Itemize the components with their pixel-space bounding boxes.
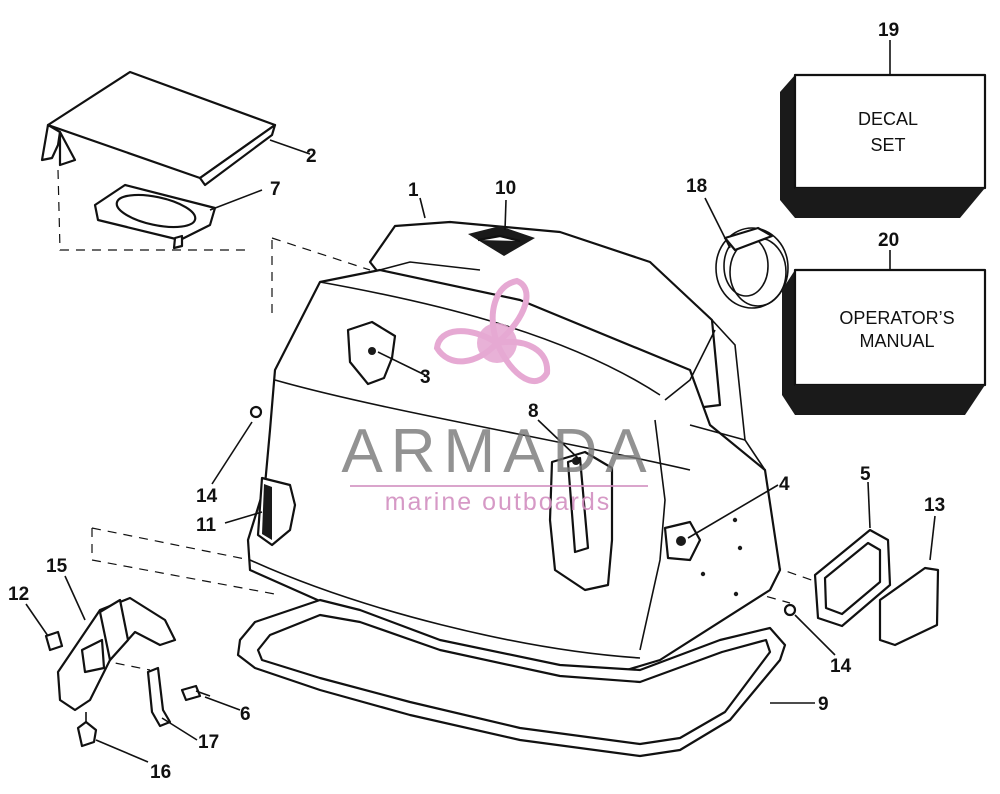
part-cable-18: [715, 226, 789, 309]
callout-8: 8: [528, 401, 539, 422]
callout-13: 13: [924, 495, 945, 516]
callout-11: 11: [196, 515, 217, 536]
callout-16: 16: [150, 762, 171, 783]
callout-7: 7: [270, 179, 281, 200]
callout-10: 10: [495, 178, 516, 199]
callout-3: 3: [420, 367, 431, 388]
callout-18: 18: [686, 176, 707, 197]
part-clip-12: [44, 630, 64, 652]
part-grommet-plate: [93, 183, 217, 250]
part-strap-17: [146, 666, 172, 728]
part-side-patch-11: [256, 476, 297, 547]
callout-15: 15: [46, 556, 68, 577]
armada-watermark: ARMADA marine outboards: [341, 277, 654, 516]
part-foot-16: [76, 712, 98, 748]
callout-9: 9: [818, 694, 829, 715]
part-top-vent: [468, 226, 535, 256]
callout-20: 20: [878, 230, 899, 251]
part-rear-latch-4: [663, 520, 702, 562]
callout-numbers: 1 2 3 4 5 6 7 8 9 10 11 12 13 14 14 15 1…: [8, 20, 945, 783]
part-cover-lid: [40, 70, 277, 187]
manual-box-line1: OPERATOR’S: [839, 308, 954, 328]
callout-2: 2: [306, 146, 317, 167]
part-latch-bracket-3: [346, 320, 397, 386]
propeller-logo: [433, 277, 551, 385]
decal-box-line2: SET: [870, 135, 905, 155]
part-window-gasket-5: [813, 528, 892, 628]
part-bracket-15: [56, 596, 177, 712]
callout-leaders: [25, 40, 936, 763]
decal-set-box: [780, 73, 987, 218]
callout-6: 6: [240, 704, 251, 725]
part-screw-14b: [783, 603, 797, 617]
part-plate-13: [878, 566, 940, 647]
operators-manual-box: [782, 268, 987, 415]
part-bolt-6: [180, 684, 211, 702]
callout-14b: 14: [830, 656, 852, 677]
watermark-tagline: marine outboards: [385, 488, 612, 516]
decal-box-line1: DECAL: [858, 109, 918, 129]
part-screw-14a: [249, 405, 263, 419]
callout-4: 4: [779, 474, 790, 495]
callout-17: 17: [198, 732, 219, 753]
callout-5: 5: [860, 464, 871, 485]
part-seal-9: [236, 598, 787, 758]
callout-12: 12: [8, 584, 29, 605]
watermark-brand: ARMADA: [341, 417, 654, 486]
manual-box-line2: MANUAL: [859, 331, 934, 351]
callout-1: 1: [408, 180, 419, 201]
callout-19: 19: [878, 20, 899, 41]
callout-14a: 14: [196, 486, 218, 507]
